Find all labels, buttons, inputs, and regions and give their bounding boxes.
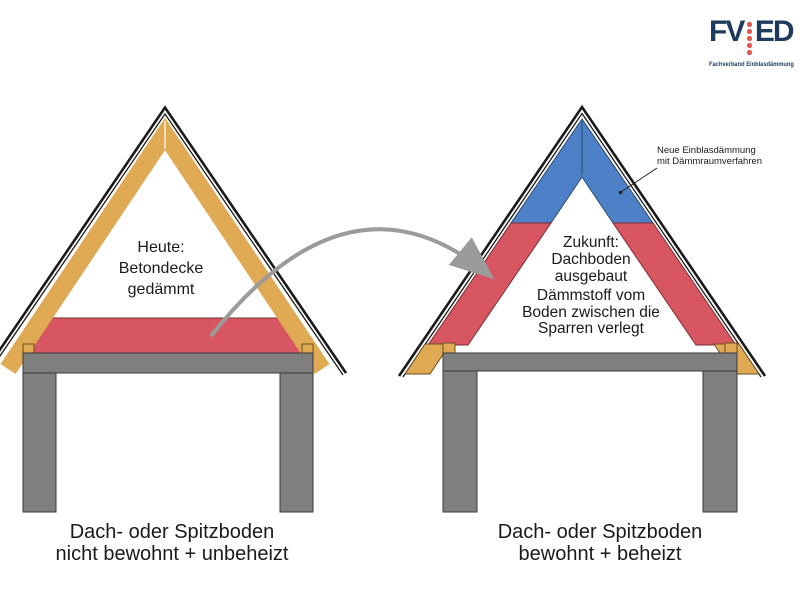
left-interior-line3: gedämmt <box>127 281 195 298</box>
annotation-leader-dot <box>618 190 623 195</box>
left-roof-covering-outer <box>0 105 348 374</box>
fved-logo-letters-fv: FV <box>709 15 745 48</box>
logo-dot <box>747 50 752 55</box>
right-wall-plate-right <box>724 342 738 354</box>
left-house-caption: Dach- oder Spitzboden nicht bewohnt + un… <box>55 521 289 565</box>
left-concrete-ceiling <box>22 352 314 374</box>
left-interior-line2: Betondecke <box>118 260 204 277</box>
annotation-line2: mit Dämmraumverfahren <box>657 155 763 167</box>
logo-dot <box>747 43 752 48</box>
left-wall-plate-right <box>301 343 314 354</box>
right-interior-top-line1: Zukunft: <box>562 234 619 251</box>
left-wall-right <box>279 372 314 513</box>
fved-logo-tagline: Fachverband Einblasdämmung <box>709 61 794 69</box>
right-concrete-ceiling <box>442 352 738 372</box>
left-interior-label: Heute: Betondecke gedämmt <box>119 237 204 300</box>
right-roof-covering-outer <box>397 104 767 377</box>
right-house-diagram <box>397 104 767 513</box>
left-roof-covering-inner <box>0 112 344 376</box>
annotation-leader-line <box>620 167 658 193</box>
right-house-caption: Dach- oder Spitzboden bewohnt + beheizt <box>497 521 703 565</box>
right-wall-left <box>442 370 478 513</box>
right-interior-top-line3: ausgebaut <box>554 268 628 285</box>
logo-dot <box>747 29 752 34</box>
left-interior-line1: Heute: <box>137 239 185 256</box>
left-house-diagram <box>0 105 348 513</box>
right-rafter-tail-left <box>404 343 451 375</box>
right-interior-label-top: Zukunft: Dachboden ausgebaut <box>551 234 630 285</box>
blown-in-insulation-annotation: Neue Einblasdämmung mit Dämmraumverfahre… <box>657 145 763 167</box>
logo-dot <box>747 22 752 27</box>
left-caption-line2: nicht bewohnt + unbeheizt <box>55 542 289 565</box>
right-roof-insulation-red-left <box>427 222 552 346</box>
transition-arrow <box>209 227 495 338</box>
fved-logo-dots-icon <box>747 22 752 57</box>
right-interior-bottom-line1: Dämmstoff vom <box>536 287 646 304</box>
left-wall-plate-left <box>22 343 35 354</box>
left-ceiling-insulation-red <box>30 317 310 354</box>
left-caption-line1: Dach- oder Spitzboden <box>69 521 275 543</box>
fved-logo-wordmark: FV ED <box>709 15 795 57</box>
right-caption-line2: bewohnt + beheizt <box>518 542 682 565</box>
right-caption-line1: Dach- oder Spitzboden <box>497 521 703 543</box>
right-interior-bottom-line3: Sparren verlegt <box>538 320 644 337</box>
fved-logo-letters-ed: ED <box>754 15 795 48</box>
right-interior-top-line2: Dachboden <box>551 251 631 268</box>
right-interior-bottom-line2: Boden zwischen die <box>522 303 660 321</box>
logo-dot <box>747 36 752 41</box>
right-wall-plate-left <box>442 342 456 354</box>
left-wall-left <box>22 372 57 513</box>
annotation-line1: Neue Einblasdämmung <box>657 145 756 156</box>
right-wall-right <box>702 370 738 513</box>
right-interior-label-bottom: Dämmstoff vom Boden zwischen die Sparren… <box>522 287 660 338</box>
right-roof-insulation-red-right <box>612 222 737 346</box>
fved-logo: FV ED Fachverband Einblasdämmung <box>709 15 795 69</box>
right-roof-covering-inner <box>402 112 762 378</box>
